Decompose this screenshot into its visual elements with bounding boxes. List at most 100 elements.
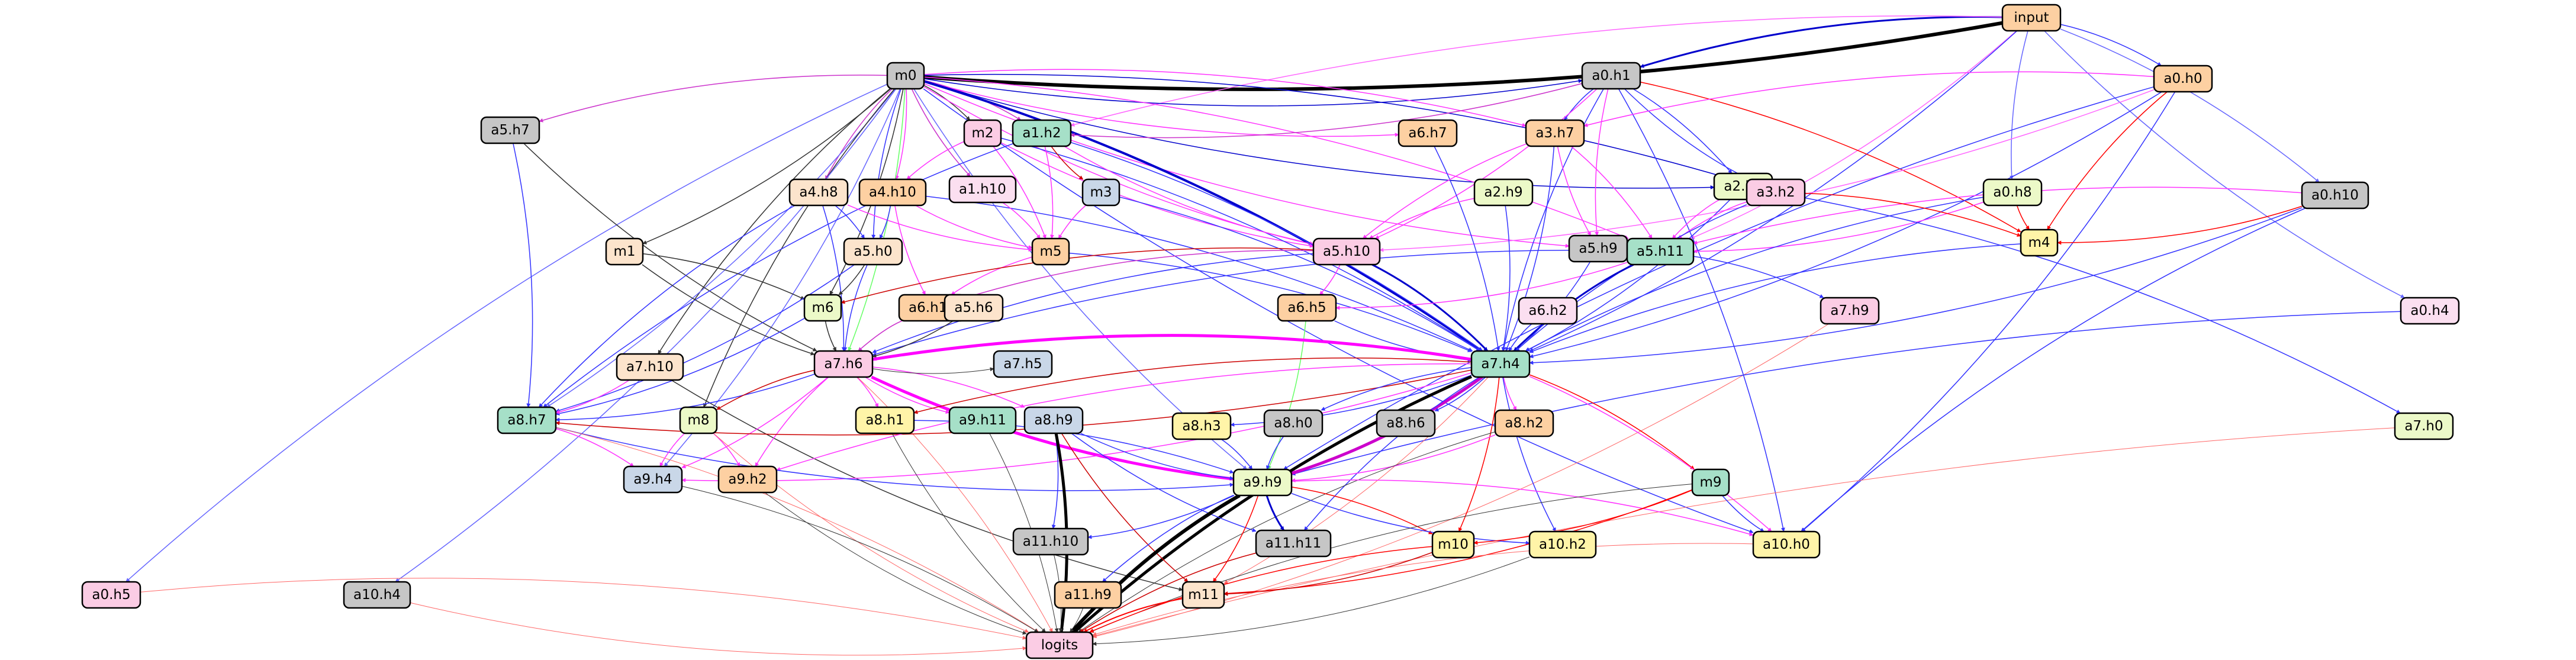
node-box xyxy=(1525,119,1585,147)
edge-a5h10-to-a7h6 xyxy=(872,253,1314,353)
node-a10h4: a10.h4 xyxy=(343,581,411,609)
edge-m9-to-a10h0 xyxy=(1721,495,1764,532)
edge-m1-to-a7h6 xyxy=(642,264,815,356)
node-box xyxy=(1398,119,1458,147)
node-label: a7.h9 xyxy=(1830,303,1869,318)
edge-a7h6-to-a7h5 xyxy=(872,367,994,374)
node-m1: m1 xyxy=(605,237,644,266)
edge-a11h9-to-logits xyxy=(1070,607,1084,633)
node-a9h4: a9.h4 xyxy=(623,465,683,494)
node-box xyxy=(948,175,1017,204)
node-m2: m2 xyxy=(963,119,1002,147)
node-label: m2 xyxy=(971,125,993,141)
node-a0h8: a0.h8 xyxy=(1982,178,2043,207)
node-box xyxy=(1626,237,1695,266)
edge-a9h9-to-m10 xyxy=(1291,486,1433,535)
edge-a8h9-to-m11 xyxy=(1061,433,1189,582)
edge-a5h10-to-a6h5 xyxy=(1319,264,1341,295)
node-a11h10: a11.h10 xyxy=(1012,527,1089,556)
node-box xyxy=(1171,412,1232,440)
node-box xyxy=(1494,409,1554,437)
edge-a3h2-to-m4 xyxy=(1804,192,2021,237)
node-a8h7: a8.h7 xyxy=(497,406,557,434)
node-box xyxy=(1431,530,1475,559)
edge-a2h8-to-a7h4 xyxy=(1525,199,1731,352)
node-box xyxy=(1181,581,1225,609)
node-label: a5.h6 xyxy=(954,300,993,315)
node-box xyxy=(1054,581,1122,609)
edge-a7h6-to-a9h9 xyxy=(871,375,1234,481)
node-a8h3: a8.h3 xyxy=(1171,412,1232,440)
node-box xyxy=(1518,297,1578,325)
edge-a0h1-to-a10h0 xyxy=(1618,88,1785,532)
node-m5: m5 xyxy=(1031,237,1070,266)
edge-m0-to-a10h4 xyxy=(395,88,897,582)
edge-a9h9-to-a10h0 xyxy=(1291,479,1754,536)
node-a5h9: a5.h9 xyxy=(1568,234,1628,263)
node-box xyxy=(1376,409,1436,437)
edge-a4h8-to-a7h6 xyxy=(822,205,846,352)
node-box xyxy=(1691,468,1730,497)
edge-a6h5-to-a9h9 xyxy=(1267,320,1306,470)
node-label: a6.h5 xyxy=(1287,300,1326,315)
node-label: a7.h6 xyxy=(824,356,862,372)
node-box xyxy=(1081,178,1120,207)
node-a7h10: a7.h10 xyxy=(616,353,684,381)
node-box xyxy=(1031,237,1070,266)
node-label: a9.h4 xyxy=(633,472,672,487)
edge-m0-to-a7h4 xyxy=(923,80,1483,352)
node-label: a1.h10 xyxy=(959,182,1006,197)
node-a9h9: a9.h9 xyxy=(1232,468,1293,497)
node-box xyxy=(2020,228,2059,257)
node-a7h4: a7.h4 xyxy=(1470,350,1531,378)
edge-a4h10-to-m5 xyxy=(915,205,1033,249)
edge-a0h0-to-a10h0 xyxy=(1801,91,2176,532)
node-a9h11: a9.h11 xyxy=(948,406,1017,434)
edge-input-to-a0h1 xyxy=(1640,15,2003,68)
edge-a7h6-to-a9h4 xyxy=(681,376,829,468)
edge-m2-to-a4h10 xyxy=(906,141,965,180)
node-box xyxy=(1012,119,1072,147)
edge-a9h9-to-a11h9 xyxy=(1102,494,1234,582)
node-label: a2.h9 xyxy=(1484,185,1522,200)
node-a5h10: a5.h10 xyxy=(1312,237,1381,266)
edge-a0h0-to-a3h7 xyxy=(1583,71,2155,127)
node-label: a7.h5 xyxy=(1003,356,1042,372)
node-a8h6: a8.h6 xyxy=(1376,409,1436,437)
edge-m0-to-a10h0 xyxy=(923,88,1754,533)
node-label: a7.h4 xyxy=(1481,356,1519,372)
edge-m8-to-a9h4 xyxy=(659,433,685,467)
edge-a0h1-to-a2h8 xyxy=(1632,88,1733,174)
node-m11: m11 xyxy=(1181,581,1225,609)
edge-a8h2-to-a9h9 xyxy=(1291,434,1496,482)
edge-a0h5-to-logits xyxy=(140,578,1027,640)
edge-a5h11-to-a7h6 xyxy=(872,250,1628,356)
node-box xyxy=(1528,530,1597,559)
node-a8h2: a8.h2 xyxy=(1494,409,1554,437)
node-label: a8.h0 xyxy=(1274,416,1312,431)
node-box xyxy=(788,178,849,207)
edge-a8h1-to-logits xyxy=(891,433,1046,633)
edge-a5h0-to-a8h7 xyxy=(555,264,855,413)
node-m8: m8 xyxy=(679,406,718,434)
edge-a0h1-to-a5h9 xyxy=(1595,88,1609,236)
node-label: m11 xyxy=(1188,587,1219,603)
node-label: a11.h9 xyxy=(1064,587,1112,603)
node-a7h9: a7.h9 xyxy=(1820,297,1880,325)
node-label: a0.h4 xyxy=(2410,303,2449,318)
edge-m1-to-m6 xyxy=(642,253,805,300)
node-a7h6: a7.h6 xyxy=(813,350,874,378)
edge-input-to-m0 xyxy=(923,21,2003,91)
edge-a7h4-to-a9h2 xyxy=(776,363,1472,471)
edge-a8h7-to-a9h4 xyxy=(555,428,635,467)
edge-a9h9-to-logits xyxy=(1070,494,1241,634)
node-box xyxy=(679,406,718,434)
edge-input-to-a0h4 xyxy=(2044,30,2405,298)
edge-a3h7-to-a5h10 xyxy=(1362,143,1527,239)
edge-a7h4-to-a9h4 xyxy=(681,372,1472,482)
edge-a1h2-to-m5 xyxy=(1044,146,1054,239)
node-a8h1: a8.h1 xyxy=(855,406,915,434)
node-a7h5: a7.h5 xyxy=(993,350,1053,378)
